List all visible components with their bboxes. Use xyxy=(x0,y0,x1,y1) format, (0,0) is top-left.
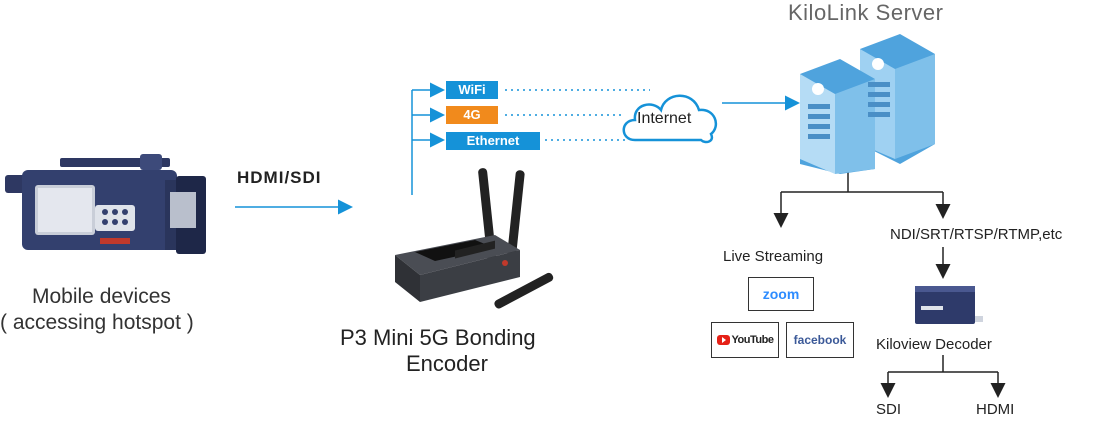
cloud-icon xyxy=(622,94,718,144)
server-title: KiloLink Server xyxy=(788,0,944,25)
protocols-label: NDI/SRT/RTSP/RTMP,etc xyxy=(890,226,1063,243)
4g-badge: 4G xyxy=(446,106,498,124)
mobile-devices-caption: Mobile devices xyxy=(32,285,171,308)
youtube-play-icon xyxy=(716,335,730,345)
encoder-caption-line1: P3 Mini 5G Bonding xyxy=(340,325,536,350)
hdmi-sdi-label: HDMI/SDI xyxy=(237,168,322,187)
encoder-device-icon xyxy=(395,168,554,309)
youtube-logo: YouTube xyxy=(711,322,779,358)
server-icon xyxy=(800,34,935,174)
hdmi-output-label: HDMI xyxy=(976,401,1015,418)
hotspot-caption: ( accessing hotspot ) xyxy=(0,311,194,334)
internet-label: Internet xyxy=(637,110,692,127)
encoder-caption-line2: Encoder xyxy=(406,351,488,376)
decoder-device-icon xyxy=(915,286,983,324)
zoom-logo: zoom xyxy=(748,277,814,311)
live-streaming-label: Live Streaming xyxy=(723,248,824,265)
camcorder-icon xyxy=(5,154,206,254)
facebook-logo: facebook xyxy=(786,322,854,358)
sdi-output-label: SDI xyxy=(876,401,902,418)
zoom-text: zoom xyxy=(762,286,800,302)
facebook-text: facebook xyxy=(793,333,847,347)
ethernet-badge: Ethernet xyxy=(446,132,540,150)
youtube-text: YouTube xyxy=(731,334,774,346)
wifi-badge: WiFi xyxy=(446,81,498,99)
decoder-label: Kiloview Decoder xyxy=(876,336,992,353)
